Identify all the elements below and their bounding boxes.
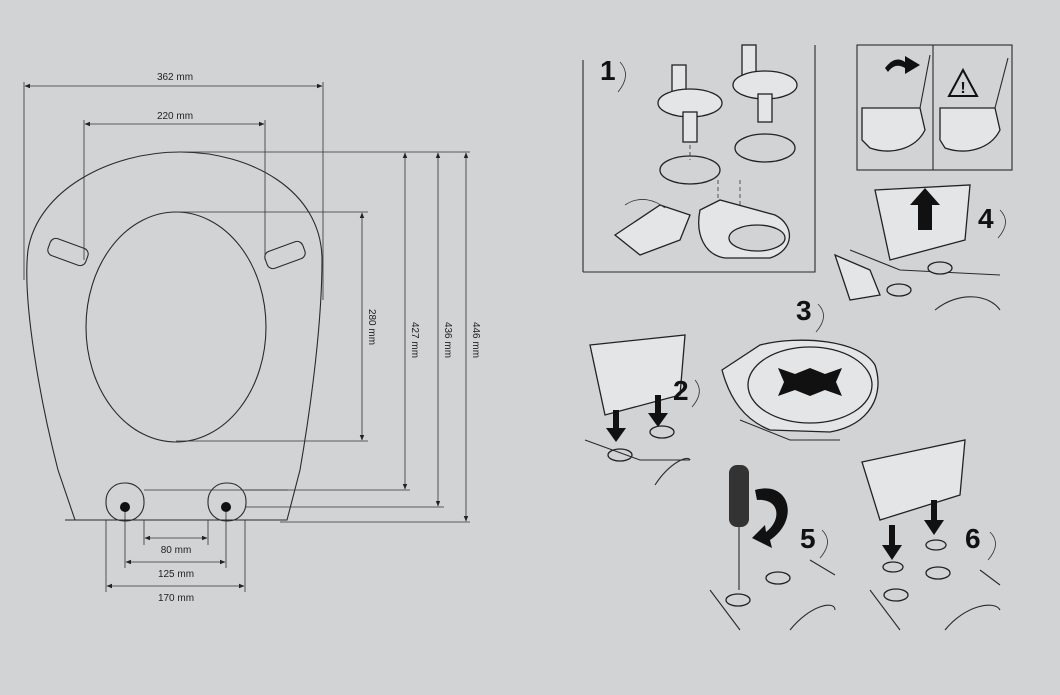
step-4-panel: 4 — [833, 184, 1006, 311]
rotate-arrow-icon — [752, 488, 788, 548]
warning-panel: ! — [856, 44, 1013, 171]
warning-triangle-icon — [947, 67, 979, 97]
dim-label-125: 125 mm — [158, 569, 194, 580]
step-5-panel: 5 — [709, 465, 836, 631]
down-arrow-icon-2 — [648, 395, 668, 427]
step-3-number: 3 — [796, 295, 812, 326]
seat-opening — [85, 211, 267, 443]
dim-label-170: 170 mm — [158, 593, 194, 604]
step-1-number: 1 — [600, 55, 616, 86]
step-5-number: 5 — [800, 523, 816, 554]
cross-arrows-icon — [778, 368, 842, 396]
bolt-hole-left — [120, 502, 130, 512]
seat-outline — [26, 151, 323, 521]
dim-label-436: 436 mm — [442, 322, 453, 358]
dim-label-362: 362 mm — [157, 72, 193, 83]
screwdriver-handle — [729, 465, 749, 527]
dim-label-220: 220 mm — [157, 111, 193, 122]
dim-label-427: 427 mm — [409, 322, 420, 358]
step-1-panel: 1 — [582, 44, 816, 273]
down-arrow-icon-4 — [924, 500, 944, 535]
close-arrow-icon — [885, 56, 920, 74]
hinge-lug-right — [207, 482, 247, 522]
dim-label-446: 446 mm — [470, 322, 481, 358]
seat-pad-left — [47, 237, 89, 267]
dim-label-280: 280 mm — [366, 309, 377, 345]
svg-text:!: ! — [960, 80, 965, 97]
step-2-number: 2 — [673, 375, 689, 406]
bolt-hole-right — [221, 502, 231, 512]
step-2-panel: 2 — [584, 334, 700, 486]
down-arrow-icon-3 — [882, 525, 902, 560]
lift-arrow-icon — [910, 188, 940, 230]
step-6-number: 6 — [965, 523, 981, 554]
step-4-number: 4 — [978, 203, 994, 234]
down-arrow-icon — [606, 410, 626, 442]
seat-pad-right — [264, 240, 306, 270]
step-3-panel: 3 — [721, 295, 879, 441]
step-6-panel: 6 — [861, 439, 1001, 631]
seat-dimension-drawing: 362 mm 220 mm 280 mm 427 mm 436 mm 446 m… — [23, 72, 481, 604]
dim-label-80: 80 mm — [161, 545, 192, 556]
